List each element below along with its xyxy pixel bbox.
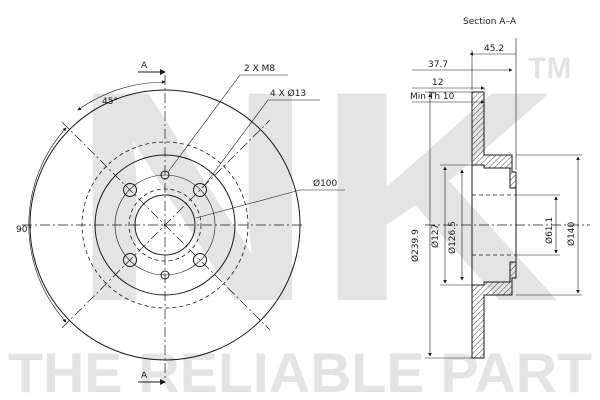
- section-marker-bottom: A: [141, 371, 148, 381]
- front-centerline-diagonal-2: [61, 119, 271, 329]
- wheel-hole: [123, 253, 137, 267]
- hub-step-circle: [128, 188, 202, 262]
- dim-thickness-label: 12: [432, 78, 443, 88]
- hub-outer-circle: [94, 154, 236, 296]
- callout-center-leader: [195, 189, 345, 219]
- callout-hole-leader: [203, 99, 320, 187]
- watermark-tm: TM: [528, 52, 571, 85]
- watermark-tagline: THE RELIABLE PART: [8, 341, 592, 400]
- angle-45-arc: [77, 80, 166, 111]
- dim-d61-1-label: Ø61.1: [544, 217, 555, 244]
- front-view: A A 45° 90° 2 X M8 4 X Ø13 Ø100: [16, 61, 345, 385]
- callout-hole-label: 4 X Ø13: [270, 88, 306, 99]
- angle-45-label: 45°: [102, 97, 118, 107]
- dim-d127-label: Ø127: [430, 224, 441, 248]
- watermark-logo: NK: [70, 28, 560, 364]
- section-title: Section A–A: [463, 17, 517, 27]
- front-centerline-diagonal-1: [61, 121, 271, 331]
- callout-bolt-label: 2 X M8: [244, 64, 275, 74]
- wheel-hole: [193, 183, 207, 197]
- section-marker-top: A: [141, 61, 148, 71]
- angle-90-arc: [28, 127, 67, 323]
- dim-outer-diameter-label: Ø239.9: [410, 229, 421, 262]
- dim-overall-label: 45.2: [484, 44, 504, 54]
- center-bore-circle: [134, 194, 196, 256]
- dim-d140-label: Ø140: [566, 221, 577, 246]
- threaded-hole: [160, 270, 170, 280]
- callout-center-label: Ø100: [313, 178, 338, 189]
- angle-90-label: 90°: [16, 225, 32, 235]
- hub-bolt-circle: [114, 174, 216, 276]
- threaded-hole: [160, 170, 170, 180]
- dim-min-thickness-label: Min Th 10: [410, 92, 455, 102]
- wheel-hole: [123, 183, 137, 197]
- callout-bolt-leader: [167, 74, 288, 173]
- wheel-hole: [193, 253, 207, 267]
- side-view: Section A–A 45.2 37.7 12 Min Th 10 Ø239.…: [410, 17, 590, 359]
- inner-rim-circle: [81, 141, 249, 309]
- dim-d126-5-label: Ø126.5: [447, 221, 458, 254]
- dim-hat-label: 37.7: [428, 60, 448, 70]
